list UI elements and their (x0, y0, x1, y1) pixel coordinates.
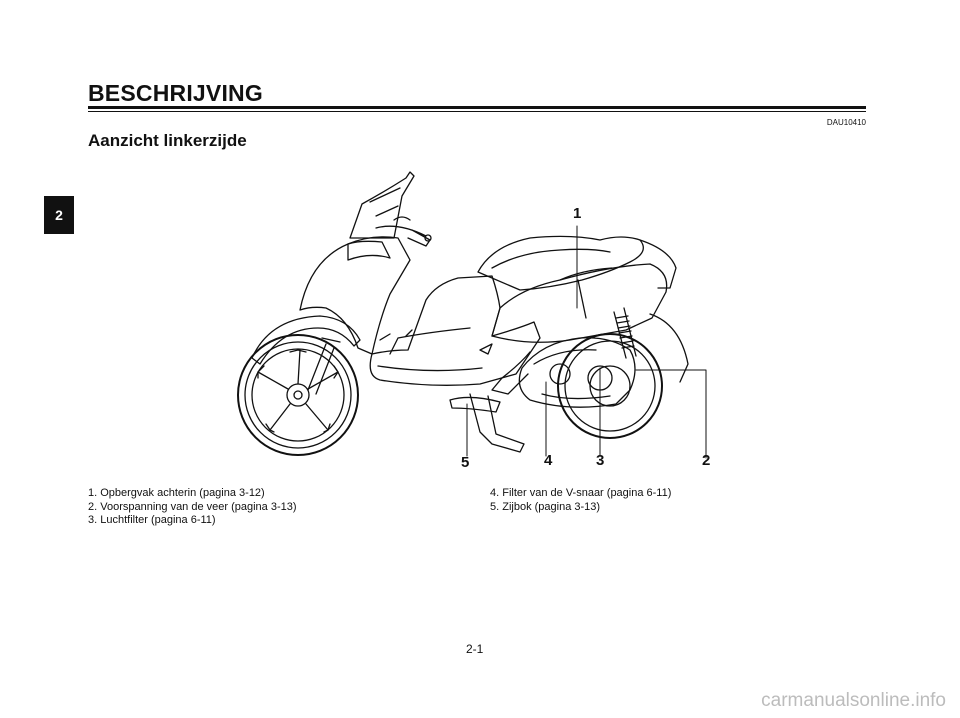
side-stand (469, 393, 525, 453)
heading-rule-thick (88, 106, 866, 109)
front-wheel (237, 334, 359, 456)
windshield (349, 171, 415, 239)
legend-left: 1. Opbergvak achterin (pagina 3-12) 2. V… (88, 487, 297, 528)
legend-item: 2. Voorspanning van de veer (pagina 3-13… (88, 500, 297, 513)
callout-2: 2 (702, 452, 711, 469)
rear-body (491, 263, 668, 343)
handlebar (375, 216, 431, 247)
tail-section (639, 239, 689, 383)
page-number: 2-1 (466, 642, 484, 656)
chapter-tab: 2 (44, 196, 74, 234)
leader-lines (466, 225, 707, 459)
rear-shock (613, 307, 637, 359)
watermark: carmanualsonline.info (761, 690, 946, 711)
front-fender (251, 315, 361, 365)
subsection-title: Aanzicht linkerzijde (88, 131, 247, 150)
legend-item: 1. Opbergvak achterin (pagina 3-12) (88, 487, 265, 499)
exhaust (491, 351, 531, 395)
front-fork (307, 337, 341, 395)
rear-wheel (557, 333, 663, 439)
section-title: BESCHRIJVING (88, 80, 263, 106)
legend-item: 3. Luchtfilter (pagina 6-11) (88, 514, 216, 526)
legend-right: 4. Filter van de V-snaar (pagina 6-11) 5… (490, 487, 671, 514)
scooter-illustration (237, 171, 707, 459)
callout-1: 1 (573, 205, 582, 222)
floorboard (369, 275, 541, 386)
heading-rule-thin (88, 111, 866, 112)
transmission-case (518, 337, 636, 408)
legend-item: 4. Filter van de V-snaar (pagina 6-11) (490, 487, 672, 499)
callout-3: 3 (596, 452, 605, 469)
legend-item: 5. Zijbok (pagina 3-13) (490, 500, 601, 513)
callout-5: 5 (461, 454, 470, 471)
callout-4: 4 (544, 452, 553, 469)
front-fairing (299, 236, 411, 355)
doc-code: DAU10410 (826, 118, 866, 127)
